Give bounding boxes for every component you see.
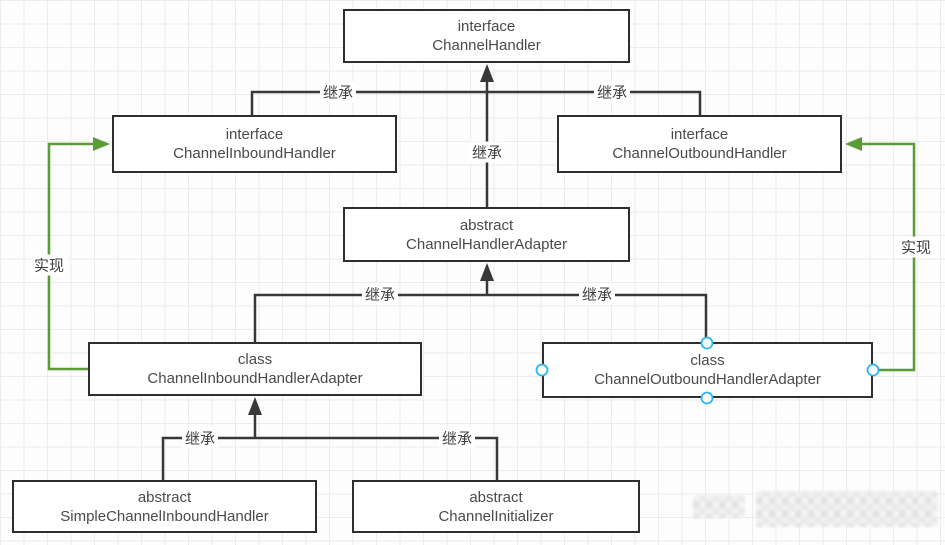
node-stereotype: abstract (459, 216, 514, 234)
node-class-name: SimpleChannelInboundHandler (60, 507, 269, 525)
node-stereotype: interface (670, 126, 729, 143)
node-stereotype: abstract (469, 488, 523, 506)
node-interface-channel-handler[interactable]: interface ChannelHandler (343, 9, 630, 63)
edge-label-extends-top-left: 继承 (319, 81, 357, 103)
arrowhead-up-inbound-adapter (248, 397, 262, 415)
selection-handle-top[interactable] (700, 336, 714, 350)
node-class-channel-outbound-handler-adapter[interactable]: class ChannelOutboundHandlerAdapter (542, 342, 873, 398)
node-interface-channel-inbound-handler[interactable]: interface ChannelInboundHandler (112, 115, 397, 173)
node-class-name: ChannelInboundHandler (173, 145, 336, 162)
extends-connector-middle-tree (253, 293, 708, 342)
node-stereotype: interface (457, 18, 516, 35)
node-class-name: ChannelOutboundHandlerAdapter (594, 371, 821, 388)
arrowhead-up-channel-handler (480, 64, 494, 82)
extends-connector-top-tree (250, 90, 702, 115)
edge-label-extends-bottom-right: 继承 (438, 427, 476, 449)
selection-handle-left[interactable] (535, 363, 549, 377)
edge-label-extends-middle: 继承 (468, 141, 506, 163)
edge-label-extends-mid-right: 继承 (578, 283, 616, 305)
node-abstract-channel-initializer[interactable]: abstract ChannelInitializer (352, 480, 640, 533)
edge-label-implements-right: 实现 (897, 236, 935, 258)
extends-connectors (161, 79, 708, 480)
watermark-mosaic-block (693, 495, 745, 518)
selection-handle-bottom[interactable] (700, 391, 714, 405)
edge-label-implements-left: 实现 (30, 254, 68, 276)
node-class-name: ChannelInboundHandlerAdapter (147, 370, 363, 387)
node-class-name: ChannelHandlerAdapter (406, 235, 567, 253)
node-stereotype: abstract (137, 488, 192, 506)
selection-handle-right[interactable] (866, 363, 880, 377)
arrowhead-up-handler-adapter (480, 263, 494, 281)
extends-arrowheads (248, 64, 494, 415)
node-class-name: ChannelInitializer (438, 507, 554, 525)
node-abstract-simple-channel-inbound-handler[interactable]: abstract SimpleChannelInboundHandler (12, 480, 317, 533)
arrowhead-right-inbound-interface (93, 137, 110, 151)
node-stereotype: interface (225, 126, 284, 143)
node-interface-channel-outbound-handler[interactable]: interface ChannelOutboundHandler (557, 115, 842, 173)
arrowhead-left-outbound-interface (845, 137, 862, 151)
censored-watermark (688, 486, 942, 538)
edge-label-extends-mid-left: 继承 (361, 283, 399, 305)
node-class-channel-inbound-handler-adapter[interactable]: class ChannelInboundHandlerAdapter (88, 342, 422, 396)
node-stereotype: class (237, 351, 273, 368)
implements-arrowheads (93, 137, 862, 151)
edge-label-extends-top-right: 继承 (593, 81, 631, 103)
node-class-name: ChannelHandler (432, 37, 541, 54)
node-stereotype: class (690, 352, 725, 369)
extends-connector-bottom-tree (161, 436, 499, 480)
node-class-name: ChannelOutboundHandler (612, 145, 787, 162)
edge-label-extends-bottom-left: 继承 (181, 427, 219, 449)
watermark-mosaic-block (756, 491, 938, 527)
node-abstract-channel-handler-adapter[interactable]: abstract ChannelHandlerAdapter (343, 207, 630, 262)
